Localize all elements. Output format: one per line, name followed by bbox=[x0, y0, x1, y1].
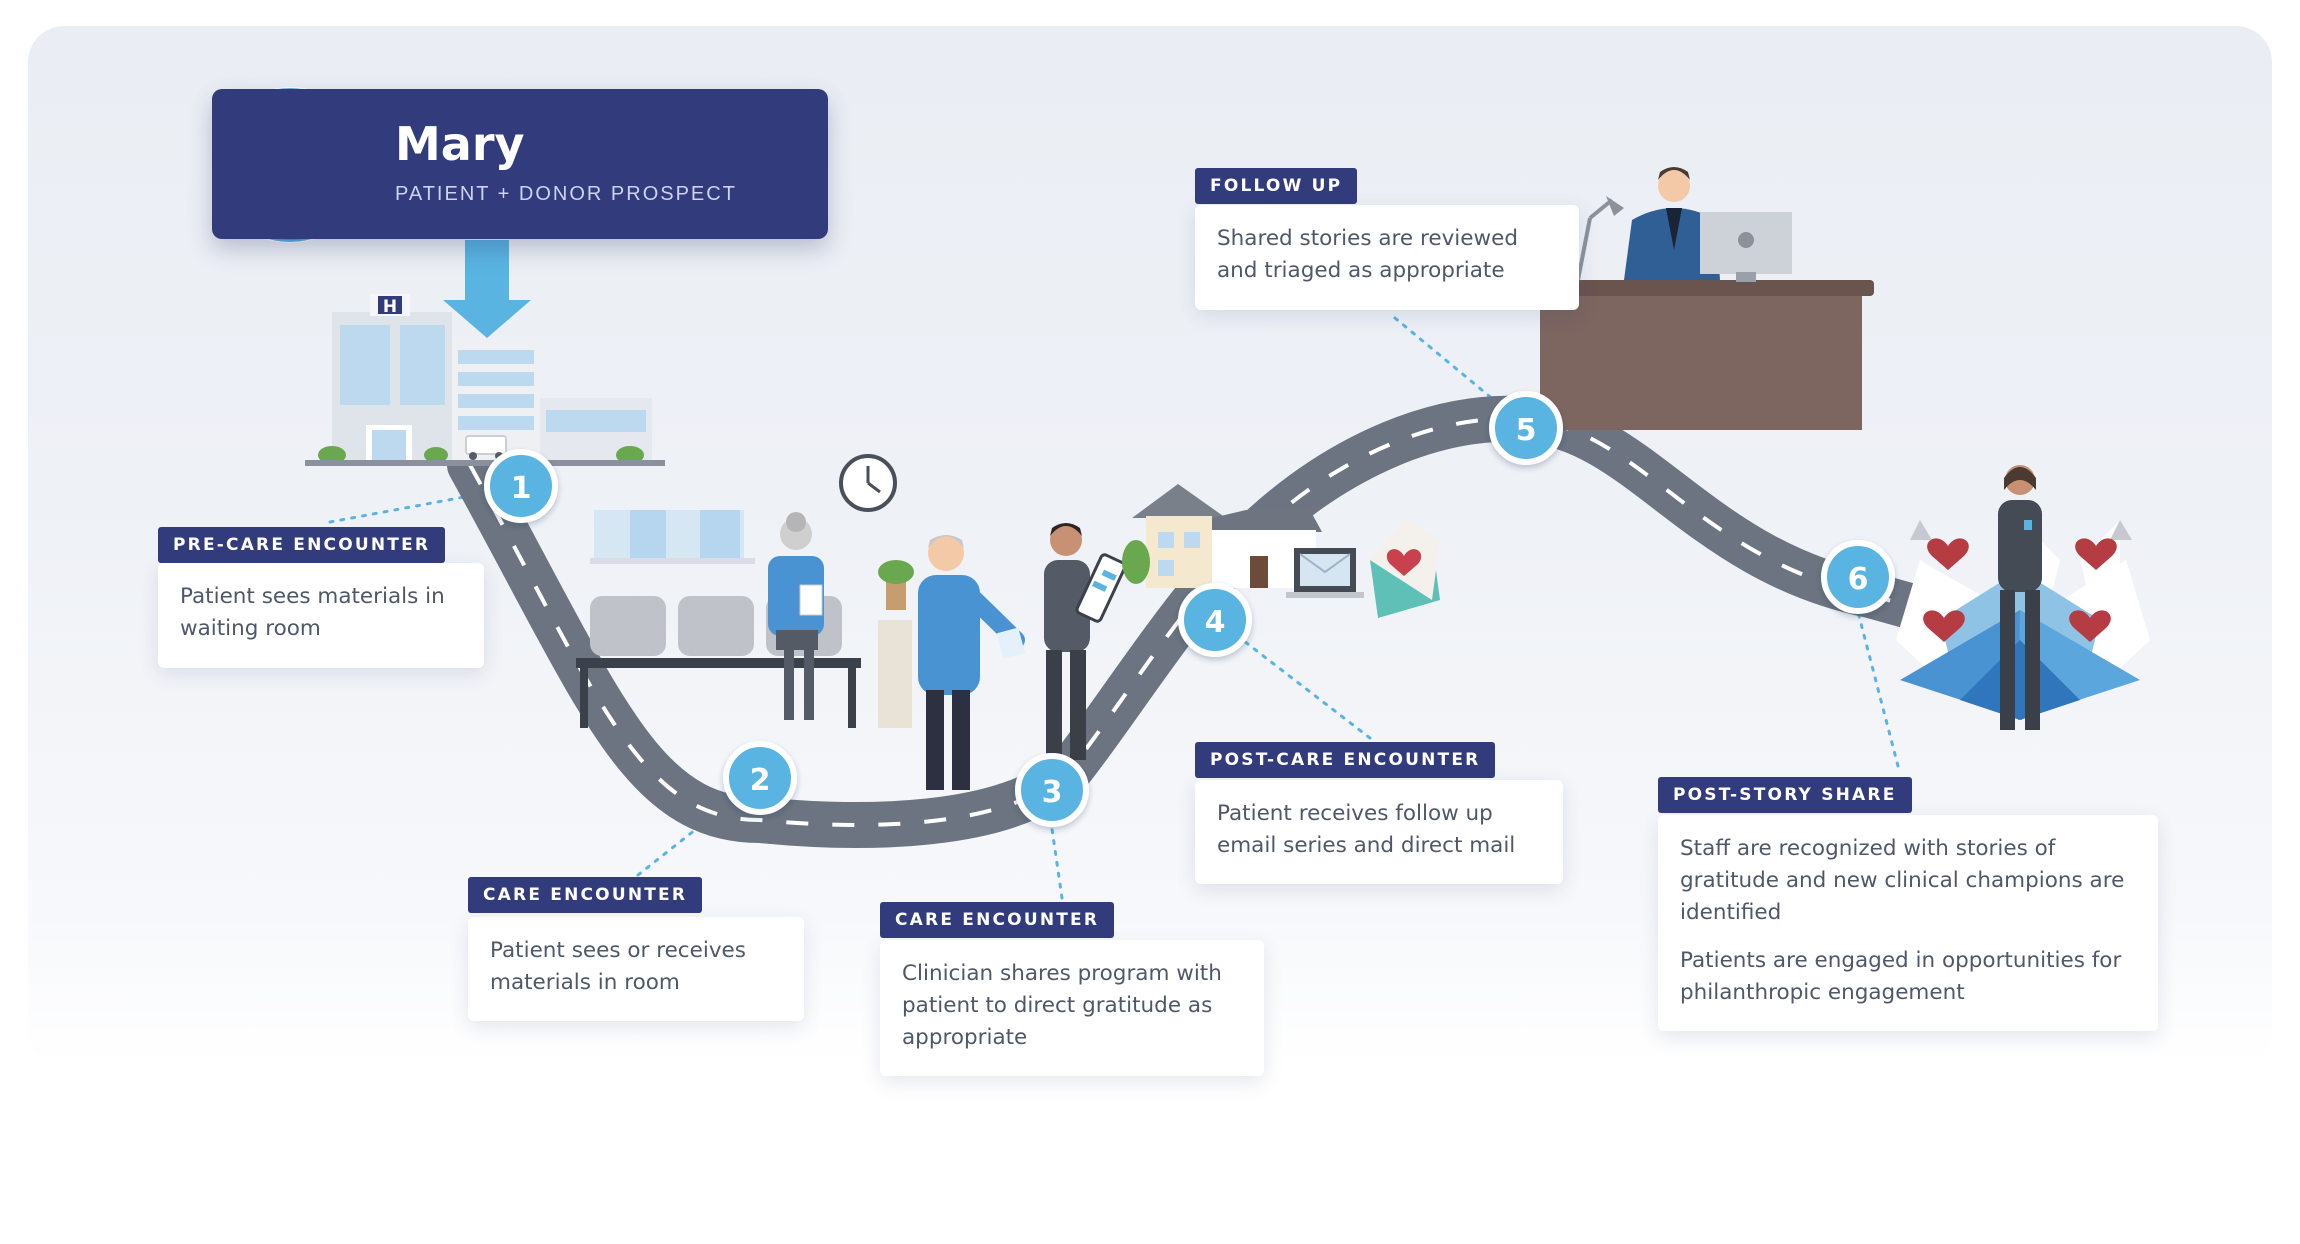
step-4-label: POST-CARE ENCOUNTER bbox=[1195, 742, 1496, 778]
connector-4 bbox=[1238, 636, 1372, 740]
step-6-text-1: Staff are recognized with stories of gra… bbox=[1680, 836, 2125, 925]
desk-staff-icon bbox=[1540, 167, 1874, 430]
step-marker-6: 6 bbox=[1821, 540, 1895, 614]
step-number-6: 6 bbox=[1848, 562, 1869, 597]
step-6-label: POST-STORY SHARE bbox=[1658, 777, 1912, 813]
step-2-label: CARE ENCOUNTER bbox=[468, 877, 703, 913]
step-5-label: FOLLOW UP bbox=[1195, 168, 1358, 204]
step-2-box: Patient sees or receives materials in ro… bbox=[468, 917, 804, 1021]
step-1-box: Patient sees materials in waiting room bbox=[158, 563, 484, 668]
step-marker-4: 4 bbox=[1178, 583, 1252, 657]
step-4-box: Patient receives follow up email series … bbox=[1195, 780, 1563, 884]
road bbox=[447, 395, 1983, 848]
persona-card: Mary PATIENT + DONOR PROSPECT bbox=[212, 89, 828, 239]
persona-name: Mary bbox=[395, 117, 525, 171]
step-number-4: 4 bbox=[1205, 605, 1226, 640]
step-number-2: 2 bbox=[750, 763, 771, 798]
arrow-down-icon bbox=[443, 240, 531, 338]
hospital-sign: H bbox=[383, 297, 397, 317]
step-marker-3: 3 bbox=[1015, 753, 1089, 827]
connector-3 bbox=[1048, 813, 1064, 900]
connector-6 bbox=[1856, 610, 1900, 768]
connector-1 bbox=[328, 493, 477, 524]
step-6-box: Staff are recognized with stories of gra… bbox=[1658, 815, 2158, 1031]
plant-icon bbox=[878, 560, 914, 728]
step-marker-2: 2 bbox=[723, 741, 797, 815]
house-mail-icon bbox=[1122, 484, 1440, 618]
hospital-icon: H bbox=[305, 294, 665, 466]
step-number-3: 3 bbox=[1042, 775, 1063, 810]
step-2-text: Patient sees or receives materials in ro… bbox=[490, 938, 746, 995]
clock-icon bbox=[839, 454, 897, 512]
patient-clinician-icon bbox=[918, 523, 1127, 790]
persona-role: PATIENT + DONOR PROSPECT bbox=[395, 183, 737, 205]
step-number-1: 1 bbox=[511, 471, 532, 506]
step-4-text: Patient receives follow up email series … bbox=[1217, 801, 1516, 858]
step-5-text: Shared stories are reviewed and triaged … bbox=[1217, 226, 1518, 283]
recognized-staff-icon bbox=[1896, 465, 2150, 730]
step-marker-1: 1 bbox=[484, 449, 558, 523]
step-3-label: CARE ENCOUNTER bbox=[880, 902, 1115, 938]
step-3-box: Clinician shares program with patient to… bbox=[880, 940, 1264, 1076]
step-1-label: PRE-CARE ENCOUNTER bbox=[158, 527, 446, 563]
waiting-room-icon bbox=[576, 510, 861, 728]
step-1-text: Patient sees materials in waiting room bbox=[180, 584, 445, 641]
step-number-5: 5 bbox=[1516, 413, 1537, 448]
step-marker-5: 5 bbox=[1489, 391, 1563, 465]
step-6-text-2: Patients are engaged in opportunities fo… bbox=[1680, 948, 2122, 1005]
step-5-box: Shared stories are reviewed and triaged … bbox=[1195, 205, 1579, 310]
step-3-text: Clinician shares program with patient to… bbox=[902, 961, 1222, 1050]
connector-5 bbox=[1393, 316, 1502, 407]
